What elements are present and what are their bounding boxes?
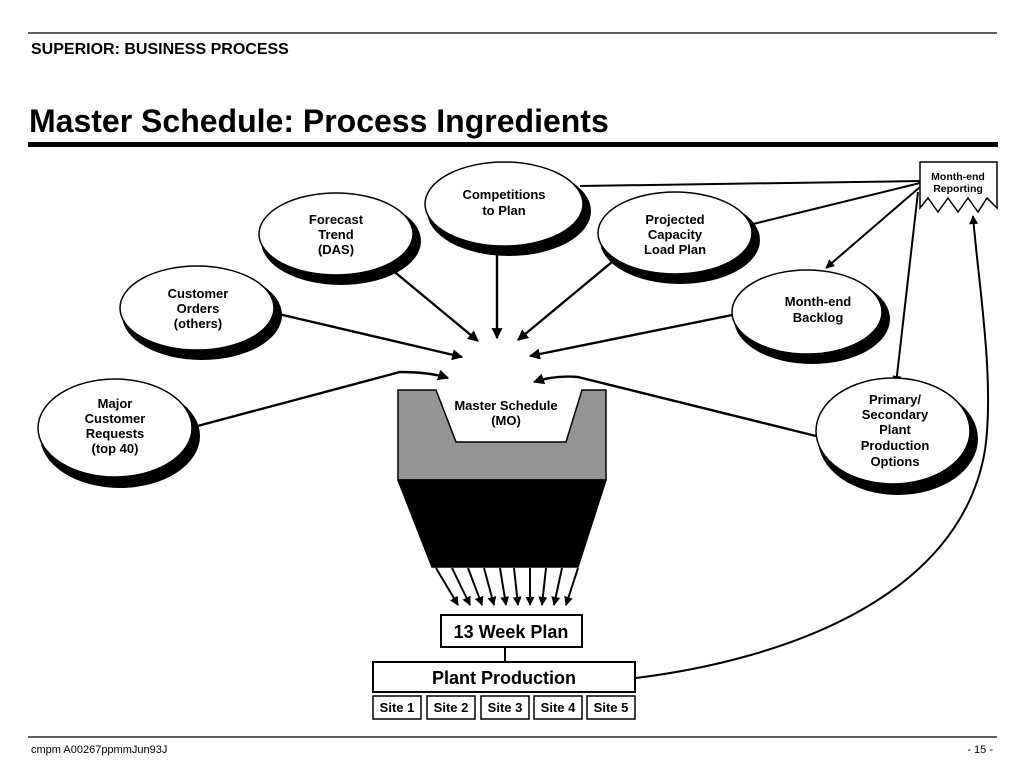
node-forecast-trend: Forecast Trend (DAS) (258, 192, 421, 285)
master-schedule-label: Master Schedule (454, 398, 557, 413)
svg-text:Competitions: Competitions (462, 187, 545, 202)
svg-text:Customer: Customer (168, 286, 229, 301)
svg-text:Requests: Requests (86, 426, 145, 441)
node-month-end-backlog: Month-end Backlog (731, 269, 890, 364)
arrow-primary-secondary-to-schedule (532, 373, 817, 438)
svg-text:Site 1: Site 1 (380, 700, 415, 715)
svg-text:(others): (others) (174, 316, 222, 331)
master-schedule-hopper: Master Schedule (MO) (396, 389, 608, 568)
svg-text:Site 3: Site 3 (488, 700, 523, 715)
svg-text:Trend: Trend (318, 227, 353, 242)
svg-text:Customer: Customer (85, 411, 146, 426)
site-box-3: Site 3 (480, 695, 530, 720)
svg-text:Load Plan: Load Plan (644, 242, 706, 257)
arrow-reporting-to-primary (892, 191, 919, 385)
svg-text:Plant: Plant (879, 422, 911, 437)
node-projected-capacity-load-plan: Projected Capacity Load Plan (597, 191, 760, 284)
section-heading: SUPERIOR: BUSINESS PROCESS (31, 41, 289, 58)
svg-text:Secondary: Secondary (862, 407, 929, 422)
svg-text:Site 5: Site 5 (594, 700, 629, 715)
footer-document-code: cmpm A00267ppmmJun93J (31, 744, 167, 756)
svg-text:Forecast: Forecast (309, 212, 364, 227)
node-customer-orders: Customer Orders (others) (119, 265, 282, 360)
node-primary-secondary-plant-production-options: Primary/ Secondary Plant Production Opti… (815, 377, 978, 495)
node-competitions-to-plan: Competitions to Plan (424, 161, 591, 256)
arrow-reporting-to-backlog (825, 186, 921, 269)
arrow-customer-orders-to-schedule (269, 310, 464, 361)
svg-text:Site 2: Site 2 (434, 700, 469, 715)
node-month-end-reporting: Month-end Reporting (919, 161, 998, 214)
footer-page-number: - 15 - (967, 744, 993, 756)
svg-text:Projected: Projected (645, 212, 704, 227)
svg-text:Capacity: Capacity (648, 227, 703, 242)
svg-text:Plant Production: Plant Production (432, 668, 576, 688)
title-underline (28, 142, 998, 147)
plant-production-box: Plant Production (372, 661, 636, 693)
svg-text:Reporting: Reporting (933, 183, 983, 195)
svg-text:Site 4: Site 4 (541, 700, 576, 715)
svg-text:(top 40): (top 40) (92, 441, 139, 456)
arrow-reporting-to-projected (744, 182, 921, 229)
svg-text:(DAS): (DAS) (318, 242, 354, 257)
arrow-projected-to-schedule (517, 261, 613, 341)
page-title: Master Schedule: Process Ingredients (29, 103, 609, 139)
svg-text:Month-end: Month-end (931, 171, 985, 183)
svg-text:Primary/: Primary/ (869, 392, 921, 407)
svg-text:Month-end: Month-end (785, 294, 851, 309)
line-competitions-to-reporting (579, 180, 921, 187)
arrow-major-customer-to-schedule (189, 369, 450, 430)
arrow-plant-production-to-reporting (635, 215, 990, 679)
site-box-5: Site 5 (586, 695, 636, 720)
svg-text:Major: Major (98, 396, 133, 411)
arrow-forecast-to-schedule (384, 263, 479, 342)
site-box-4: Site 4 (533, 695, 583, 720)
week-plan-box: 13 Week Plan (440, 614, 583, 648)
site-box-1: Site 1 (372, 695, 422, 720)
svg-text:Backlog: Backlog (793, 310, 844, 325)
svg-text:to Plan: to Plan (482, 203, 525, 218)
hopper-output-arrows (435, 567, 579, 606)
svg-text:13 Week Plan: 13 Week Plan (454, 622, 569, 642)
site-box-2: Site 2 (426, 695, 476, 720)
node-major-customer-requests: Major Customer Requests (top 40) (37, 378, 200, 488)
arrow-backlog-to-schedule (528, 311, 743, 360)
svg-text:Orders: Orders (177, 301, 220, 316)
master-schedule-code: (MO) (491, 413, 521, 428)
svg-text:Production: Production (861, 438, 930, 453)
svg-text:Options: Options (870, 454, 919, 469)
